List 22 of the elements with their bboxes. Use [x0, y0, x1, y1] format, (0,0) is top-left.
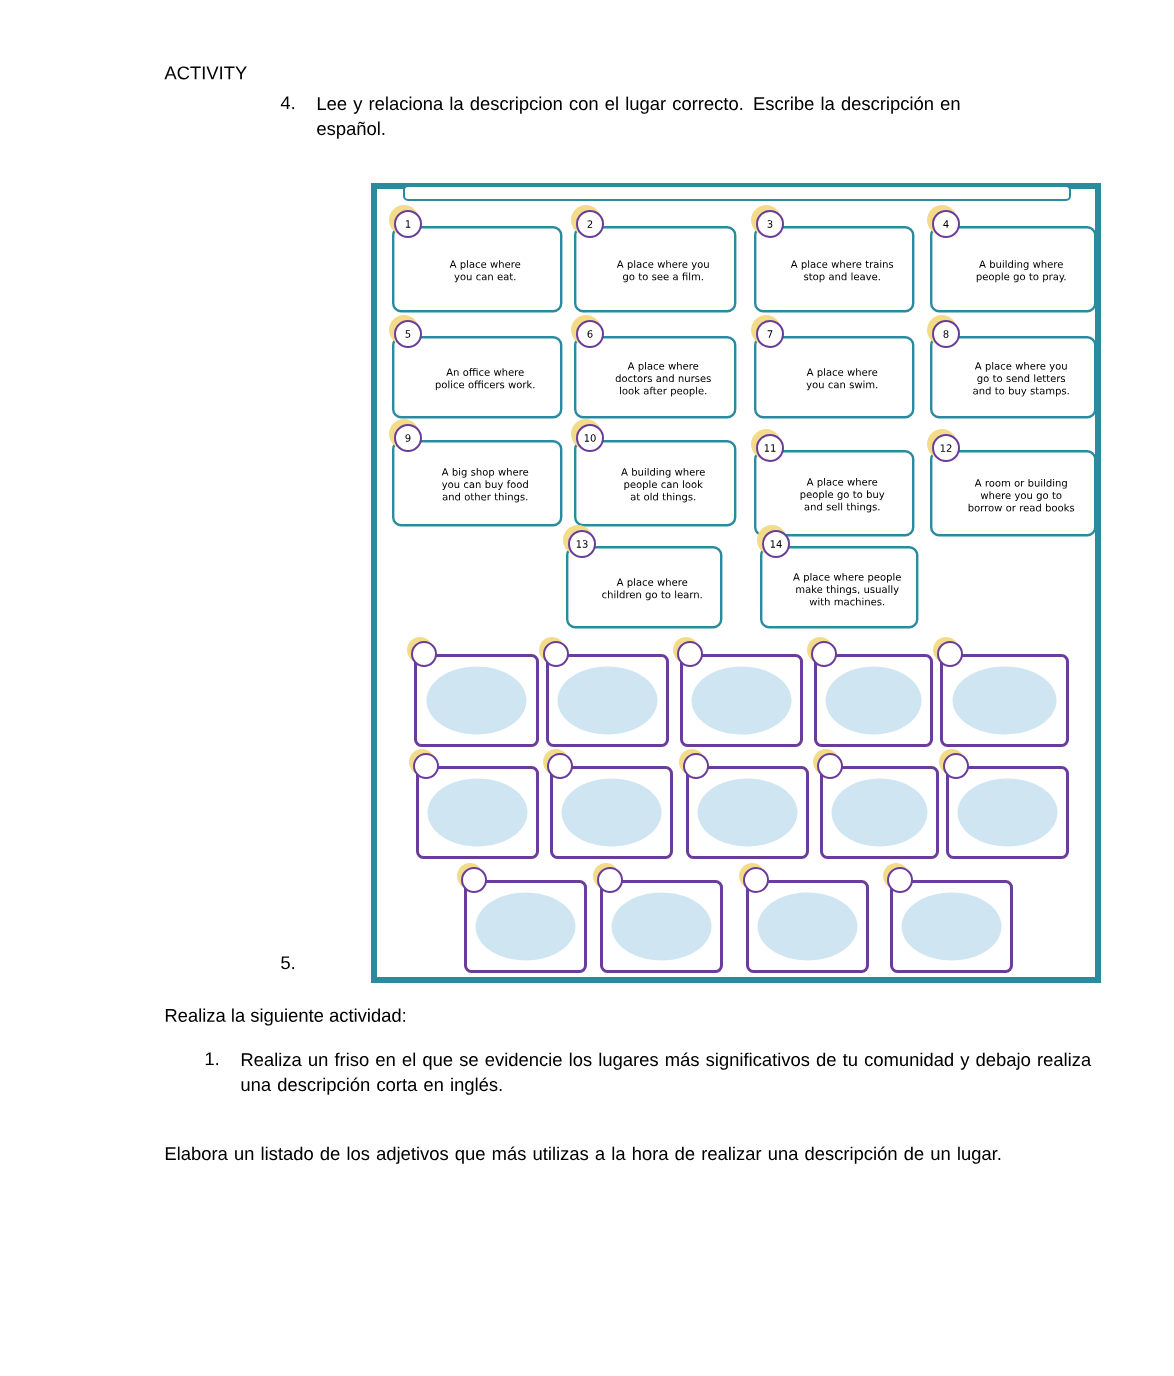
place-picture — [746, 880, 869, 973]
place-picture — [940, 654, 1069, 747]
instruction-text: Lee y relaciona la descripcion con el lugar correcto. Escribe la descripción en español. — [317, 96, 960, 139]
place-picture — [414, 654, 539, 747]
heading: ACTIVITY — [164, 66, 247, 80]
place-picture — [686, 766, 809, 859]
list-number: 5. — [281, 956, 295, 970]
place-picture — [550, 766, 673, 859]
list-number: 1. — [205, 1052, 219, 1066]
instruction-text: Realiza un friso en el que se evidencie los lugares más significativos de tu comunidad y debajo realiza una descripción corta en inglés. — [241, 1052, 1092, 1095]
list-number: 4. — [280, 96, 295, 110]
place-picture — [820, 766, 939, 859]
place-picture — [416, 766, 539, 859]
instruction-text: Realiza la siguiente actividad: — [165, 1008, 406, 1026]
place-picture — [600, 880, 723, 973]
place-picture — [680, 654, 803, 747]
place-picture — [814, 654, 933, 747]
instruction-text: Elabora un listado de los adjetivos que más utilizas a la hora de realizar una descripción de un lugar. — [165, 1146, 1001, 1164]
place-picture — [546, 654, 669, 747]
place-picture — [464, 880, 587, 973]
place-picture — [890, 880, 1013, 973]
place-picture — [946, 766, 1069, 859]
